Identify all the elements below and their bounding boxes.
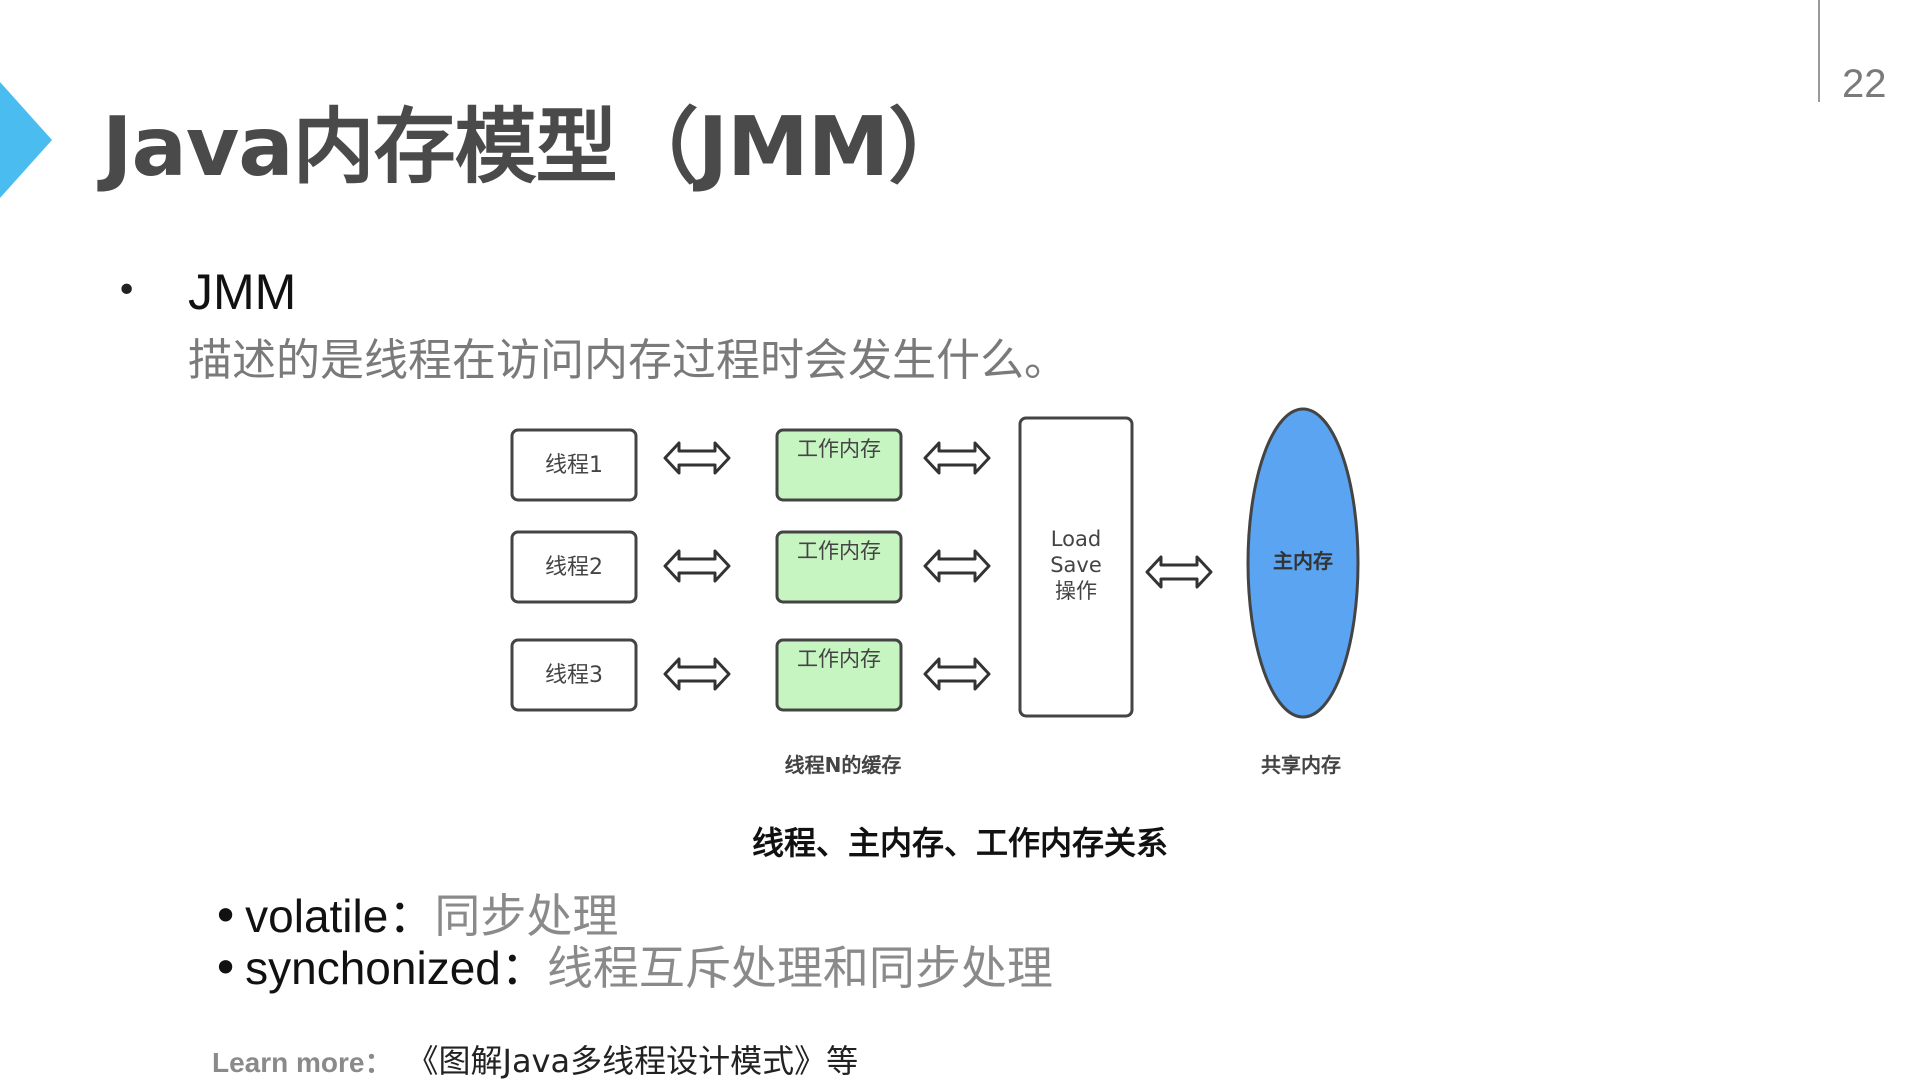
double-arrow-icon xyxy=(923,441,991,475)
work-memory-box: 工作内存 xyxy=(775,530,903,604)
thread-label: 线程1 xyxy=(545,453,603,478)
keyword-list: •volatile：同步处理 •synchonized：线程互斥处理和同步处理 xyxy=(212,890,1053,994)
keyword-description: 线程互斥处理和同步处理 xyxy=(546,941,1053,995)
bullet-icon: • xyxy=(212,889,240,943)
load-save-box: Load Save 操作 xyxy=(1018,416,1134,718)
learn-more: Learn more： 《图解Java多线程设计模式》等 xyxy=(212,1036,858,1082)
operation-label: 操作 xyxy=(1055,579,1097,603)
work-memory-box: 工作内存 xyxy=(775,638,903,712)
bullet-icon: • xyxy=(116,270,138,311)
diagram-caption: 线程、主内存、工作内存关系 xyxy=(751,824,1168,862)
double-arrow-icon xyxy=(663,441,731,475)
bullet-icon: • xyxy=(212,941,240,995)
main-memory-label: 主内存 xyxy=(1273,549,1333,573)
list-item: •volatile：同步处理 xyxy=(212,890,1053,942)
bullet-heading: JMM xyxy=(188,264,297,320)
bullet-description: 描述的是线程在访问内存过程时会发生什么。 xyxy=(188,335,1068,386)
main-memory-ellipse: 主内存 xyxy=(1246,407,1360,719)
cache-label: 线程N的缓存 xyxy=(785,753,902,777)
work-memory-label: 工作内存 xyxy=(797,437,881,461)
thread-box: 线程3 xyxy=(510,638,638,712)
thread-box: 线程2 xyxy=(510,530,638,604)
double-arrow-icon xyxy=(923,657,991,691)
thread-box: 线程1 xyxy=(510,428,638,502)
save-label: Save xyxy=(1050,553,1102,577)
keyword: synchonized xyxy=(245,942,501,994)
work-memory-label: 工作内存 xyxy=(797,647,881,671)
work-memory-label: 工作内存 xyxy=(797,539,881,563)
keyword: volatile xyxy=(245,890,389,942)
double-arrow-icon xyxy=(663,657,731,691)
keyword-description: 同步处理 xyxy=(434,889,619,943)
work-memory-box: 工作内存 xyxy=(775,428,903,502)
thread-label: 线程2 xyxy=(545,555,603,580)
separator: ： xyxy=(388,889,435,943)
list-item: •synchonized：线程互斥处理和同步处理 xyxy=(212,942,1053,994)
double-arrow-icon xyxy=(1145,555,1213,589)
page-number: 22 xyxy=(1842,62,1887,106)
thread-label: 线程3 xyxy=(545,663,603,688)
double-arrow-icon xyxy=(663,549,731,583)
separator: ： xyxy=(500,941,547,995)
accent-arrow-decoration xyxy=(0,82,52,198)
slide-title: Java内存模型（JMM） xyxy=(102,100,970,195)
shared-memory-label: 共享内存 xyxy=(1261,753,1341,777)
double-arrow-icon xyxy=(923,549,991,583)
learn-more-label: Learn more： xyxy=(212,1047,393,1078)
learn-more-reference: 《图解Java多线程设计模式》等 xyxy=(422,1042,859,1080)
page-number-divider xyxy=(1818,0,1820,102)
load-label: Load xyxy=(1051,527,1101,551)
jmm-diagram: 线程1 线程2 线程3 工作内存 工作内存 工作内存 Load Save 操作 … xyxy=(510,407,1360,777)
